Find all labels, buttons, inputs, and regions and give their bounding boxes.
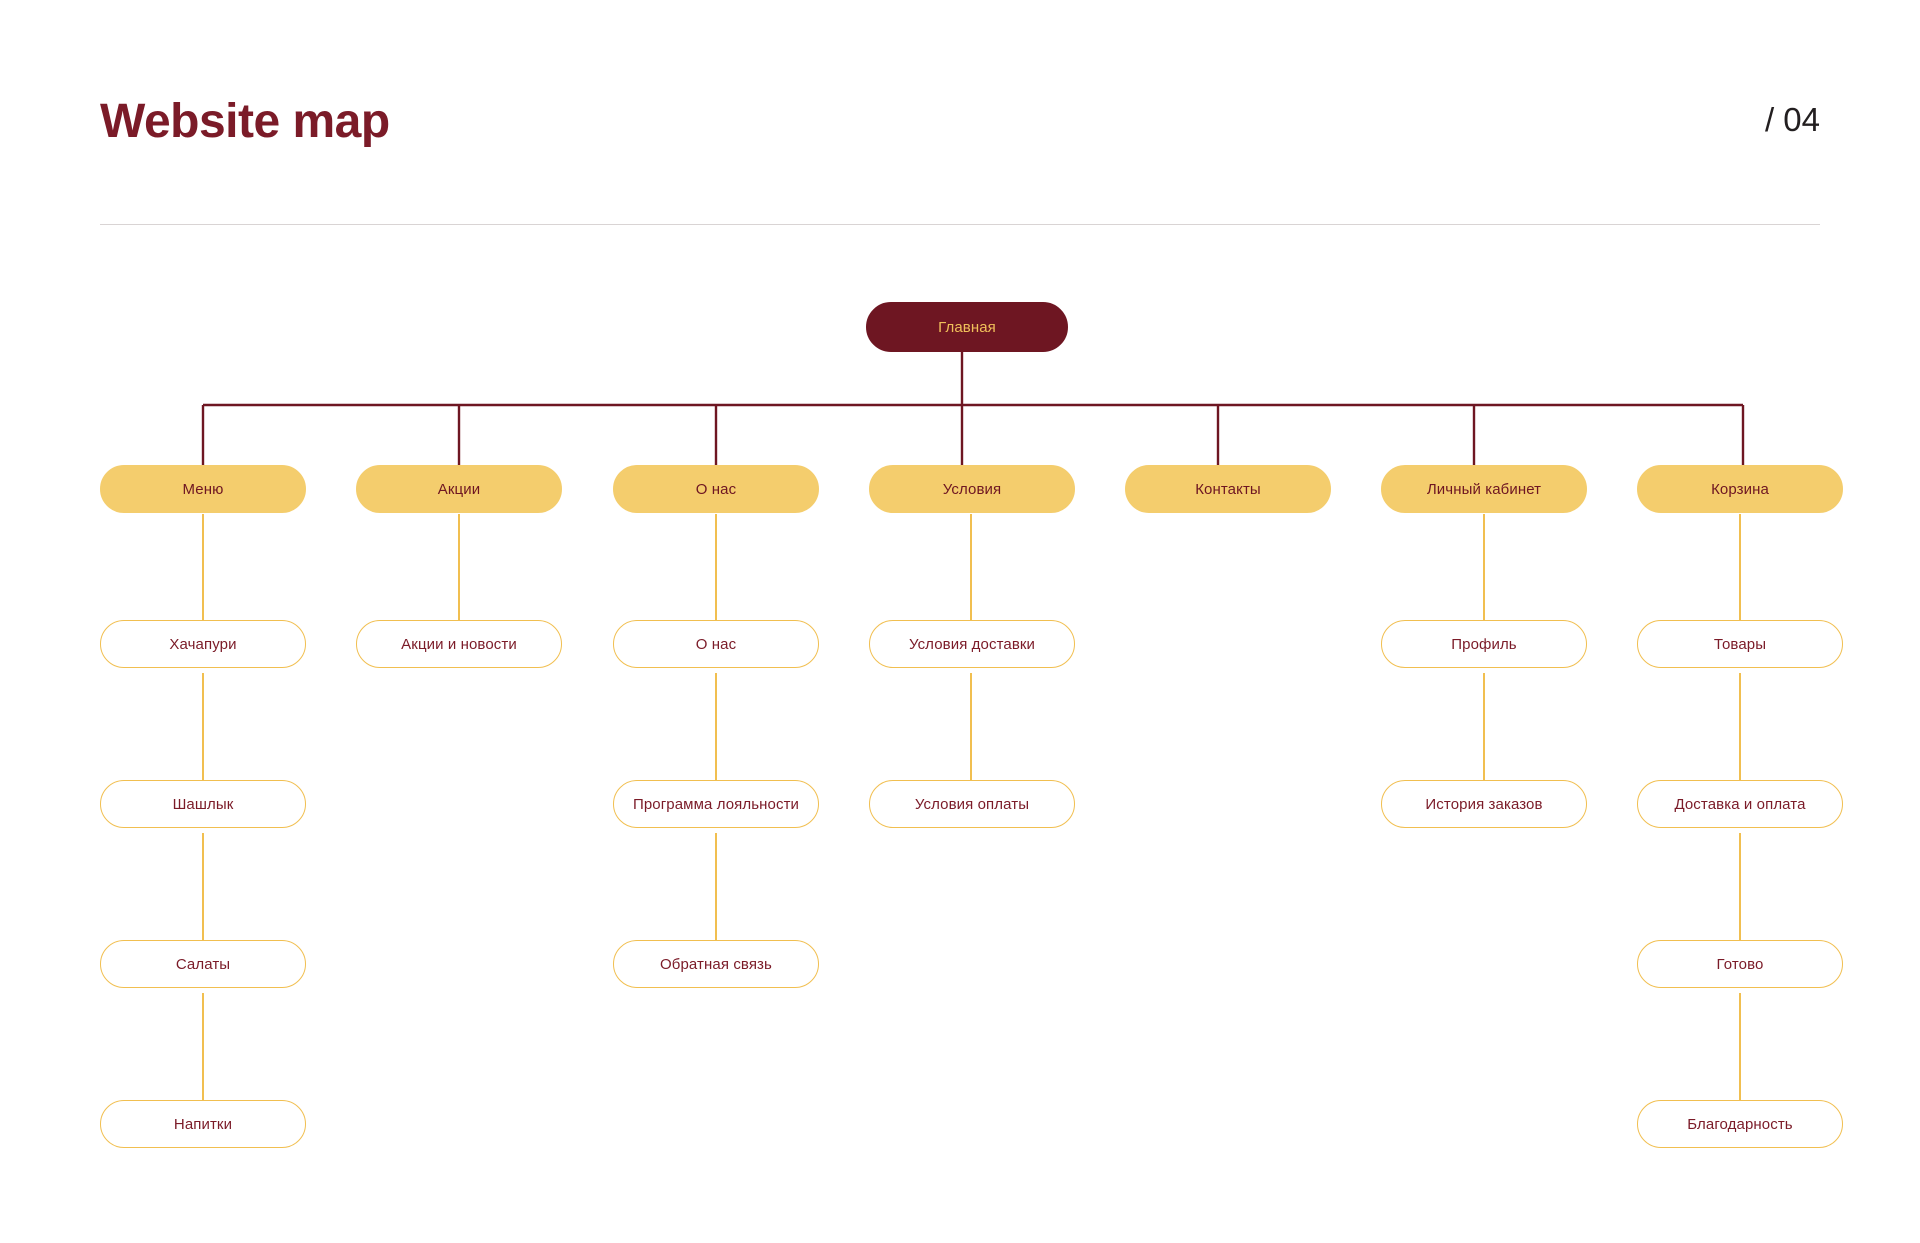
node-account-profile[interactable]: Профиль: [1381, 620, 1587, 668]
node-promos[interactable]: Акции: [356, 465, 562, 513]
node-about-about[interactable]: О нас: [613, 620, 819, 668]
node-home[interactable]: Главная: [866, 302, 1068, 352]
node-menu-shashlik[interactable]: Шашлык: [100, 780, 306, 828]
node-contacts[interactable]: Контакты: [1125, 465, 1331, 513]
slide-header: Website map / 04: [0, 0, 1920, 230]
node-about[interactable]: О нас: [613, 465, 819, 513]
node-cart[interactable]: Корзина: [1637, 465, 1843, 513]
node-terms[interactable]: Условия: [869, 465, 1075, 513]
node-cart-thanks[interactable]: Благодарность: [1637, 1100, 1843, 1148]
node-cart-done[interactable]: Готово: [1637, 940, 1843, 988]
node-terms-payment[interactable]: Условия оплаты: [869, 780, 1075, 828]
node-promos-news[interactable]: Акции и новости: [356, 620, 562, 668]
node-account-order-history[interactable]: История заказов: [1381, 780, 1587, 828]
node-menu[interactable]: Меню: [100, 465, 306, 513]
node-menu-salads[interactable]: Салаты: [100, 940, 306, 988]
node-cart-items[interactable]: Товары: [1637, 620, 1843, 668]
node-menu-drinks[interactable]: Напитки: [100, 1100, 306, 1148]
header-divider: [100, 224, 1820, 225]
node-menu-khachapuri[interactable]: Хачапури: [100, 620, 306, 668]
page-title: Website map: [100, 95, 390, 148]
node-account[interactable]: Личный кабинет: [1381, 465, 1587, 513]
page-number: / 04: [1764, 101, 1820, 138]
node-about-loyalty[interactable]: Программа лояльности: [613, 780, 819, 828]
node-about-feedback[interactable]: Обратная связь: [613, 940, 819, 988]
node-cart-delivery-payment[interactable]: Доставка и оплата: [1637, 780, 1843, 828]
node-terms-delivery[interactable]: Условия доставки: [869, 620, 1075, 668]
